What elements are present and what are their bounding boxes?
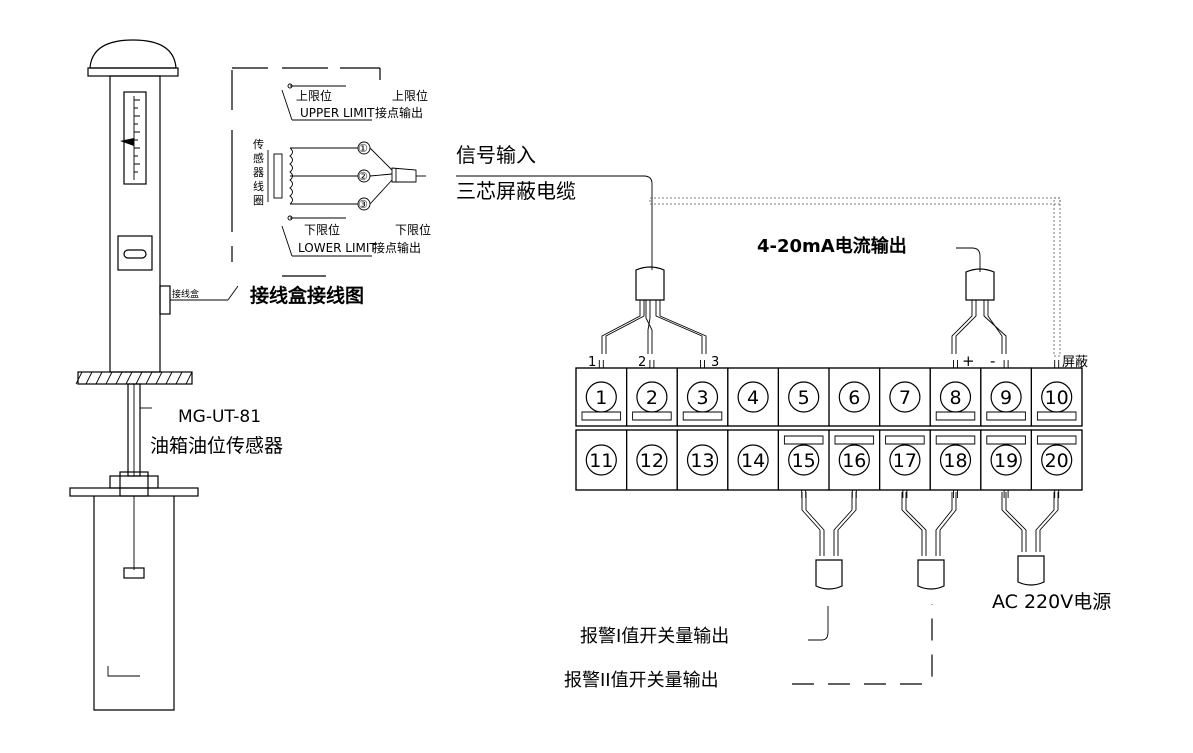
terminal-number: 7 (899, 387, 911, 409)
terminal-clamp (935, 411, 976, 421)
coil-label-5: 圈 (253, 194, 264, 207)
wire-marker-2: 2 (638, 355, 646, 370)
terminal-number: 15 (792, 450, 816, 472)
terminal-clamp (935, 435, 976, 445)
terminal-number: 16 (842, 450, 866, 472)
shield-cable (649, 197, 1061, 357)
cable-labels: 信号输入 三芯屏蔽电缆 4-20mA电流输出 AC 220V电源 报警I值开关量… (456, 143, 1111, 691)
terminal-screw (788, 381, 820, 413)
lower-limit-output-1: 下限位 (395, 222, 431, 237)
lower-limit-output-2: 接点输出 (373, 240, 421, 255)
terminal-number: 9 (1000, 387, 1012, 409)
current-output-label: 4-20mA电流输出 (757, 235, 907, 257)
terminal-screw (686, 381, 719, 413)
current-harness (951, 268, 1007, 354)
terminal-clamp (834, 435, 875, 445)
lower-limit-en: LOWER LIMIT (298, 241, 377, 255)
terminal-number: 18 (943, 450, 967, 472)
signal-input-label: 信号输入 (456, 143, 536, 167)
shield-label: 屏蔽 (1062, 355, 1088, 370)
coil-label-1: 传 (253, 138, 264, 151)
lower-limit-cn: 下限位 (304, 222, 340, 237)
sensor-model: MG-UT-81 (178, 407, 261, 427)
terminal-number: 13 (690, 450, 714, 472)
terminal-screw (737, 381, 769, 413)
terminal-number: 11 (589, 450, 613, 472)
sensor-name: 油箱油位传感器 (150, 435, 283, 457)
terminal-cell (1030, 429, 1083, 491)
terminal-number: 12 (640, 450, 664, 472)
signal-harness (601, 266, 707, 354)
coil-label-3: 器 (253, 166, 264, 179)
terminal-number: 5 (798, 387, 810, 409)
terminal-number: 1 (595, 387, 607, 409)
junction-box-wiring-inset: 上限位 UPPER LIMIT 上限位 接点输出 传 感 器 线 圈 ① ② ③ (231, 67, 431, 307)
terminal-cell (1030, 367, 1083, 427)
terminal-number: 14 (741, 450, 765, 472)
terminal-screw (990, 381, 1022, 413)
terminal-clamp (1036, 411, 1077, 421)
terminal-screw (1041, 444, 1073, 476)
terminal-screw (889, 444, 921, 476)
power-label: AC 220V电源 (992, 591, 1111, 613)
terminal-screw (990, 444, 1022, 476)
terminal-clamp (783, 435, 824, 445)
alarm-1-harness (801, 492, 857, 590)
wire-marker-3: 3 (711, 355, 719, 370)
terminal-screw (585, 444, 617, 476)
upper-limit-output-2: 接点输出 (375, 105, 423, 120)
terminal-row-top: 1 2 3 4 5 6 7 8 9 10 (575, 360, 1083, 427)
alarm-2-harness (901, 492, 957, 590)
pin-3: ③ (358, 198, 368, 211)
terminal-row-bottom: 11 12 13 14 15 16 17 18 19 20 (575, 429, 1083, 498)
upper-limit-output-1: 上限位 (392, 88, 428, 103)
pin-1: ① (358, 142, 368, 155)
terminal-screw (838, 381, 870, 413)
wire-marker-1: 1 (588, 355, 596, 370)
minus-label: - (990, 352, 995, 370)
junction-box-tag: 接线盒 (172, 288, 199, 300)
coil-label-2: 感 (253, 152, 264, 165)
terminal-number: 6 (848, 387, 860, 409)
terminal-screw (686, 444, 719, 476)
alarm-1-label: 报警I值开关量输出 (580, 626, 729, 647)
pin-2: ② (358, 170, 368, 183)
coil-label-4: 线 (253, 179, 264, 193)
terminal-screw (939, 444, 972, 476)
terminal-screw (838, 444, 870, 476)
signal-cable-label: 三芯屏蔽电缆 (456, 179, 576, 203)
terminal-clamp (632, 411, 672, 421)
upper-limit-cn: 上限位 (296, 88, 332, 103)
terminal-number: 20 (1045, 450, 1069, 472)
terminal-number: 17 (893, 450, 917, 472)
upper-limit-en: UPPER LIMIT (300, 106, 375, 120)
alarm-2-label: 报警II值开关量输出 (564, 670, 719, 691)
terminal-screw (1041, 381, 1073, 413)
terminal-clamp (986, 411, 1026, 421)
terminal-clamp (885, 435, 925, 445)
terminal-number: 10 (1045, 387, 1069, 409)
terminal-screw (889, 381, 921, 413)
oil-level-sensor: 接线盒 MG-UT-81 油箱油位传感器 (69, 39, 283, 711)
terminal-screw (737, 444, 769, 476)
terminal-screw (636, 381, 668, 413)
terminal-number: 8 (949, 387, 961, 409)
terminal-number: 19 (994, 450, 1018, 472)
terminal-clamp (682, 411, 723, 421)
terminal-screw (636, 444, 668, 476)
terminal-number: 4 (747, 387, 759, 409)
inset-title: 接线盒接线图 (250, 284, 364, 307)
terminal-number: 3 (696, 387, 708, 409)
terminal-screw (585, 381, 617, 413)
terminal-number: 2 (646, 387, 658, 409)
power-harness (1001, 492, 1059, 586)
terminal-clamp (581, 411, 622, 421)
terminal-clamp (1036, 435, 1077, 445)
terminal-clamp (986, 435, 1026, 445)
terminal-screw (939, 381, 972, 413)
plus-label: + (962, 352, 975, 370)
terminal-screw (788, 444, 820, 476)
